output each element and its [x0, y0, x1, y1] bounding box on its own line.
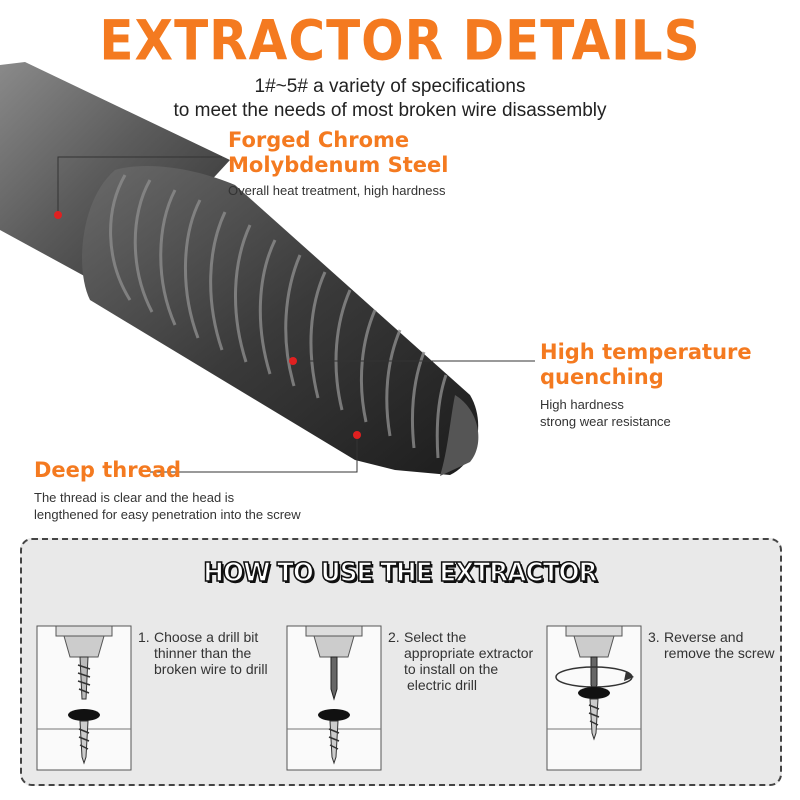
- extractor-tip: [440, 395, 479, 476]
- step-2-diagram: [286, 625, 382, 771]
- step-number: 2.: [388, 629, 400, 645]
- step-line: appropriate extractor: [404, 645, 534, 661]
- callout-desc: Overall heat treatment, high hardness: [228, 183, 446, 198]
- how-to-panel: [20, 538, 782, 786]
- step-line: to install on the: [404, 661, 499, 677]
- callout-title: Forged Chrome: [228, 128, 410, 152]
- step-1-text: 1.Choose a drill bit thinner than the br…: [138, 629, 268, 677]
- step-number: 1.: [138, 629, 150, 645]
- step-3-text: 3.Reverse and remove the screw: [648, 629, 774, 661]
- extractor-illustration: [0, 62, 535, 476]
- step-line: thinner than the: [154, 645, 252, 661]
- subtitle-line-2: to meet the needs of most broken wire di…: [173, 100, 607, 121]
- callout-forged-steel: Forged Chrome Molybdenum Steel Overall h…: [228, 128, 448, 199]
- callout-high-temperature: High temperature quenching High hardness…: [540, 340, 752, 430]
- callout-desc: High hardness: [540, 397, 624, 412]
- subtitle-line-1: 1#~5# a variety of specifications: [254, 76, 526, 97]
- callout-title: Deep thread: [34, 458, 182, 482]
- callout-desc: strong wear resistance: [540, 414, 671, 429]
- callout-deep-thread: Deep thread The thread is clear and the …: [34, 458, 301, 523]
- leader-lines: [57, 156, 535, 473]
- step-3-diagram: [546, 625, 642, 771]
- step-number: 3.: [648, 629, 660, 645]
- marker-dot-quenching: [289, 357, 297, 365]
- page-title: EXTRACTOR DETAILS: [99, 9, 701, 73]
- how-to-title: HOW TO USE THE EXTRACTOR: [203, 557, 599, 589]
- step-line: Reverse and: [664, 629, 744, 645]
- thread-ridges: [109, 174, 448, 459]
- step-line: broken wire to drill: [154, 661, 268, 677]
- step-2-text: 2.Select the appropriate extractor to in…: [388, 629, 533, 693]
- step-line: Choose a drill bit: [154, 629, 259, 645]
- callout-title: High temperature: [540, 340, 752, 364]
- marker-dot-steel: [54, 211, 62, 219]
- callout-desc: lengthened for easy penetration into the…: [34, 507, 301, 522]
- extractor-thread-body: [82, 165, 479, 476]
- step-line: Select the: [404, 629, 467, 645]
- marker-dot-thread: [353, 431, 361, 439]
- callout-title: Molybdenum Steel: [228, 153, 449, 177]
- callout-desc: The thread is clear and the head is: [34, 490, 235, 505]
- step-line: remove the screw: [664, 645, 775, 661]
- step-1-diagram: [36, 625, 132, 771]
- callout-title: quenching: [540, 365, 664, 389]
- step-line: electric drill: [407, 677, 478, 693]
